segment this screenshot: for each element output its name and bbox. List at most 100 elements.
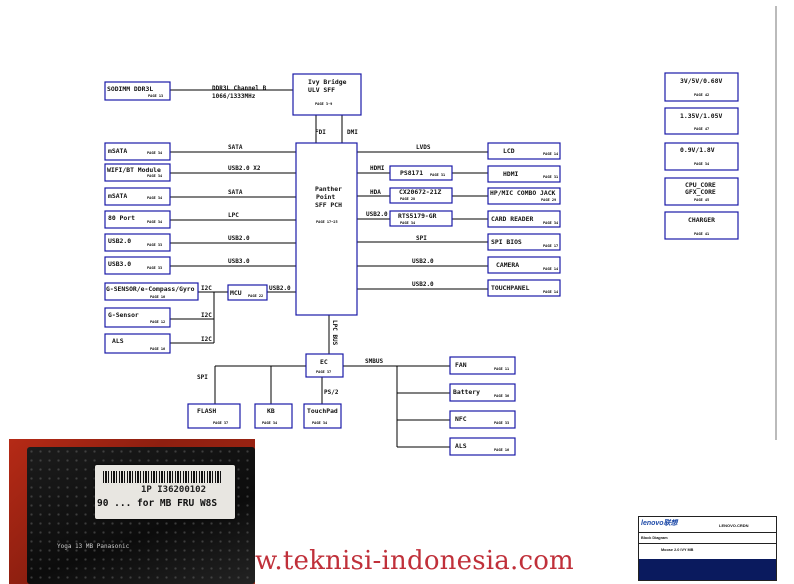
pch-block: Panther Point SFF PCH PAGE 17~25 [295,142,358,316]
lenovo-logo: lenovo联想 [641,520,678,527]
signal-usb2-card: USB2.0 [366,211,388,218]
msata-block-2: mSATA PAGE 34 [104,187,171,206]
card-reader-block: CARD READER PAGE 34 [487,210,561,228]
gsensor-block: G-Sensor PAGE 12 [104,307,171,328]
sticker-line1: 1P I36200102 [141,485,207,495]
signal-usb20: USB2.0 [228,235,250,242]
wifi-bt-block: WIFI/BT Module PAGE 34 [104,163,171,182]
fan-label: FAN [455,361,467,369]
hpmic-page: PAGE 29 [541,198,556,202]
msata2-page: PAGE 34 [147,196,162,200]
fan-page: PAGE 11 [494,367,509,371]
hdmi-label: HDMI [503,170,519,178]
company-name: LENOVO.CRDN [719,523,749,528]
signal-ddr-speed: 1066/1333MHz [212,93,256,100]
flash-block: FLASH PAGE 37 [187,403,241,429]
lcd-label: LCD [503,147,515,155]
mcu-block: MCU PAGE 22 [227,284,268,301]
port80-block: 80 Port PAGE 34 [104,210,171,229]
als-left-page: PAGE 16 [150,347,165,351]
battery-page: PAGE 36 [494,394,509,398]
sodimm-page: PAGE 13 [148,94,163,98]
port80-label: 80 Port [108,214,135,222]
nfc-block: NFC PAGE 33 [449,410,516,429]
signal-hda: HDA [370,189,381,196]
signal-smbus: SMBUS [365,358,383,365]
signal-i2c-3: I2C [201,336,212,343]
signal-fdi: FDI [315,129,326,136]
pwr1-page: PAGE 42 [694,93,709,97]
pch-line1: Panther [315,185,342,193]
touchpad-block: TouchPad PAGE 34 [303,403,342,429]
charger-label: CHARGER [688,216,715,224]
touchpanel-page: PAGE 14 [543,290,558,294]
hdmi-block: HDMI PAGE 31 [487,165,561,183]
ivy-line1: Ivy Bridge [308,78,347,86]
als-left-label: ALS [112,337,124,345]
hp-mic-combo-jack-block: HP/MIC COMBO JACK PAGE 29 [487,187,561,205]
model-name: Moose 2.0 IVY MB [661,548,694,552]
power-1v35-block: 1.35V/1.05V PAGE 47 [664,107,739,135]
hpmic-label: HP/MIC COMBO JACK [490,189,556,197]
pwr2-page: PAGE 47 [694,127,709,131]
cx20672-label: CX20672-21Z [399,188,441,196]
fan-block: FAN PAGE 11 [449,356,516,375]
usb20-block: USB2.0 PAGE 33 [104,233,171,252]
spibios-label: SPI BIOS [491,238,522,246]
signal-labels: DDR3L Channel B 1066/1333MHz FDI DMI SAT… [197,85,434,396]
mcu-page: PAGE 22 [248,294,263,298]
signal-dmi: DMI [347,129,358,136]
camera-page: PAGE 14 [543,267,558,271]
camera-label: CAMERA [496,261,519,269]
flash-label: FLASH [197,407,216,415]
kb-block: KB PAGE 34 [254,403,293,429]
charger-block: CHARGER PAGE 41 [664,211,739,240]
battery-block: Battery PAGE 36 [449,383,516,402]
ivy-page: PAGE 3-9 [315,102,332,106]
mcu-label: MCU [230,289,242,297]
title-block: lenovo联想 LENOVO.CRDN Block Diagram Moose… [638,516,777,581]
lcd-block: LCD PAGE 14 [487,142,561,160]
signal-i2c-1: I2C [201,285,212,292]
ivy-line2: ULV SFF [308,86,335,94]
pwr4-page: PAGE 45 [694,198,709,202]
signal-spi-ec: SPI [197,374,208,381]
battery-label: Battery [453,388,480,396]
signal-lpc-bus: LPC BUS [331,320,338,346]
power-0v9-block: 0.9V/1.8V PAGE 34 [664,142,739,171]
kb-label: KB [267,407,275,415]
signal-hdmi: HDMI [370,165,385,172]
usb30-block: USB3.0 PAGE 33 [104,256,171,275]
touchpad-page: PAGE 34 [312,421,327,425]
msata1-label: mSATA [108,147,127,155]
gsensor-combo-page: PAGE 16 [150,295,165,299]
touchpanel-block: TOUCHPANEL PAGE 14 [487,279,561,297]
usb20-page: PAGE 33 [147,243,162,247]
power-cpu-gfx-core-block: CPU_CORE GFX_CORE PAGE 45 [664,177,739,206]
sheet-title: Block Diagram [641,536,668,540]
ec-block: EC PAGE 37 [305,353,344,378]
sticker-line2: 90 ... for MB FRU W8S [97,498,218,509]
ps8171-page: PAGE 31 [430,173,445,177]
signal-lpc: LPC [228,212,239,219]
flash-page: PAGE 37 [213,421,228,425]
gsensor-page: PAGE 12 [150,320,165,324]
pwr4-line2: GFX_CORE [685,188,716,196]
wifi-page: PAGE 34 [147,174,162,178]
msata2-label: mSATA [108,192,127,200]
fru-sticker: 1P I36200102 90 ... for MB FRU W8S [95,465,235,519]
signal-ps2: PS/2 [324,389,339,396]
nfc-page: PAGE 33 [494,421,509,425]
pwr3-label: 0.9V/1.8V [680,146,715,154]
watermark-text: w.teknisi-indonesia.com [255,546,574,576]
usb30-label: USB3.0 [108,260,131,268]
usb30-page: PAGE 33 [147,266,162,270]
signal-mcu-usb: USB2.0 [269,285,291,292]
cardreader-page: PAGE 34 [543,221,558,225]
sodimm-block: SODIMM DDR3L PAGE 13 [104,81,171,101]
cx20672-block: CX20672-21Z PAGE 28 [389,187,453,204]
msata-block-1: mSATA PAGE 34 [104,142,171,161]
ec-page: PAGE 37 [316,370,331,374]
kb-page: PAGE 34 [262,421,277,425]
